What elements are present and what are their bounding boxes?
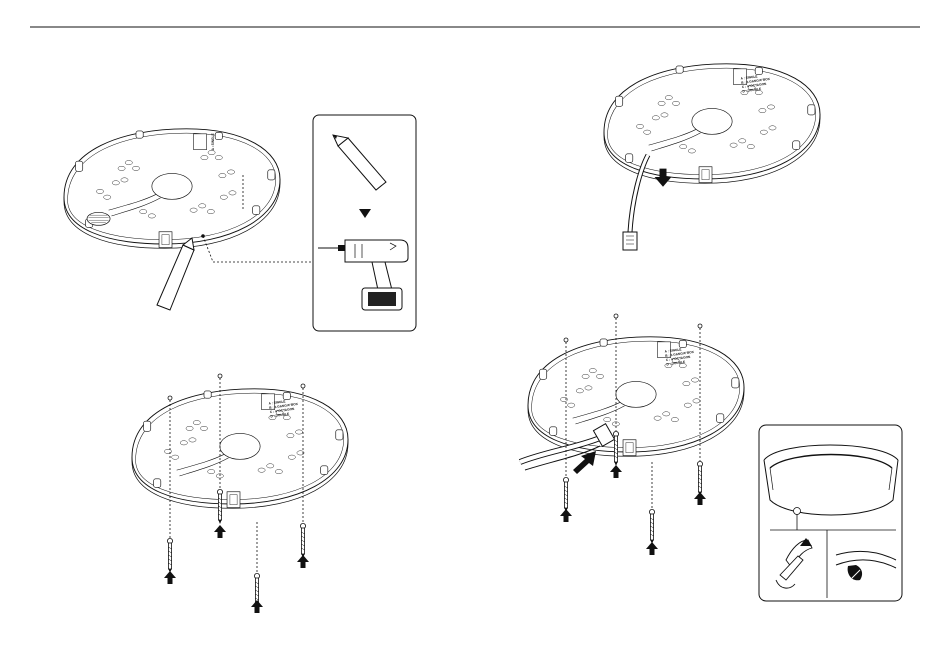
arrow-up-icon [251,600,263,613]
arrow-up-icon [694,492,706,505]
arrow-up-icon [560,509,572,522]
mounting-plate-icon [604,64,820,184]
step4-plate: A : SINGLE B : 2-GANG/4"BOX C : 4"OCTAGO… [528,337,744,457]
screw-icon [563,477,568,512]
arrow-up-icon [164,571,176,584]
screw-icon [300,523,305,558]
plate-side-label-a: A : SINGLE [211,132,215,150]
screw-icon [613,431,618,466]
arrow-right-icon [573,451,596,474]
svg-text:A : SINGLE: A : SINGLE [211,132,215,150]
mounting-plate-icon [528,337,744,457]
ring-inset [759,425,902,601]
arrow-up-icon [610,465,622,478]
step3-plate: A : SINGLE B : 2-GANG/4"BOX C : 4"OCTAGO… [132,389,348,509]
mounting-plate-icon [132,389,348,509]
screw-icon [649,509,654,544]
screw-icon [217,489,222,524]
arrow-up-icon [214,525,226,538]
arrow-up-icon [646,542,658,555]
tools-panel [313,115,416,331]
step2-plate: A : SINGLE B : 2-GANG/4"BOX C : 4"OCTAGO… [604,64,820,184]
screw-icon [167,538,172,573]
arrow-up-icon [297,555,309,568]
screw-icon [697,461,702,496]
step1-plate: A : SINGLE [64,129,280,249]
mounting-plate-icon [64,129,280,249]
